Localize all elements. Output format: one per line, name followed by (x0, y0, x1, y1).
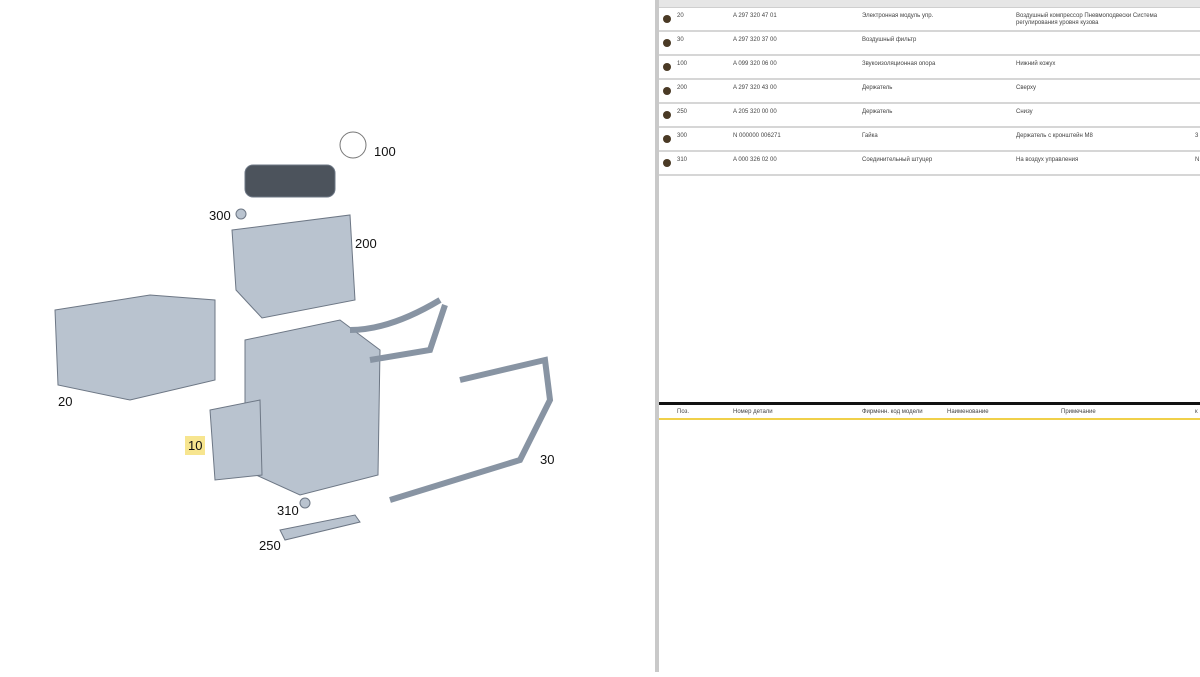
name-cell: Держатель (862, 85, 893, 91)
callout-20[interactable]: 20 (58, 394, 73, 409)
note-cell: Нижний кожух (1016, 61, 1056, 67)
callout-10[interactable]: 10 (185, 436, 206, 455)
part-100-shape (244, 164, 336, 198)
part-number-cell: A 297 320 43 00 (733, 85, 777, 91)
part-10-shape (209, 399, 263, 481)
info-icon[interactable] (663, 87, 671, 95)
part-number-cell: A 205 320 00 00 (733, 109, 777, 115)
divider-line (659, 402, 1200, 405)
part-number-cell: A 297 320 37 00 (733, 37, 777, 43)
name-cell: Гайка (862, 133, 878, 139)
table-top-bar (659, 0, 1200, 8)
part-310-shape (299, 497, 311, 509)
name-cell: Держатель (862, 109, 893, 115)
part-250-shape (279, 514, 361, 541)
name-cell: Соединительный штуцер (862, 157, 933, 163)
part-number-cell: N 000000 006271 (733, 133, 781, 139)
part-300-shape (235, 208, 247, 220)
part-number-cell: A 297 320 47 01 (733, 13, 777, 19)
part-number-cell: A 000 326 02 00 (733, 157, 777, 163)
wrench-icon (339, 131, 367, 159)
note-cell: Держатель с кронштейн M8 (1016, 133, 1093, 139)
note-cell: На воздух управления (1016, 157, 1079, 163)
note-cell: Сверху (1016, 85, 1037, 91)
parts-diagram: 100 300 200 20 10 30 310 250 (54, 131, 555, 553)
part-number-cell: A 099 320 06 00 (733, 61, 777, 67)
table-row[interactable]: 30 A 297 320 37 00 Воздушный фильтр (659, 32, 1200, 56)
callout-310[interactable]: 310 (277, 503, 299, 518)
info-icon[interactable] (663, 111, 671, 119)
compressor-bracket-shape (244, 319, 381, 496)
table-row[interactable]: 200 A 297 320 43 00 Держатель Сверху (659, 80, 1200, 104)
pos-cell: 250 (677, 109, 688, 115)
table-row[interactable]: 250 A 205 320 00 00 Держатель Снизу (659, 104, 1200, 128)
pos-cell: 200 (677, 85, 688, 91)
table-row[interactable]: 310 A 000 326 02 00 Соединительный штуце… (659, 152, 1200, 176)
info-icon[interactable] (663, 135, 671, 143)
header-part[interactable]: Номер детали (733, 409, 773, 415)
header-code[interactable]: Фирменн. код модели (862, 409, 923, 415)
part-20-shape (54, 294, 216, 401)
table-row[interactable]: 300 N 000000 006271 Гайка Держатель с кр… (659, 128, 1200, 152)
info-icon[interactable] (663, 159, 671, 167)
info-icon[interactable] (663, 15, 671, 23)
part-30-lines (349, 297, 554, 503)
pane-splitter[interactable] (655, 0, 659, 672)
extra-cell: 3 (1195, 133, 1199, 139)
callout-250[interactable]: 250 (259, 538, 281, 553)
header-pos[interactable]: Поз. (677, 409, 689, 415)
callout-300[interactable]: 300 (209, 208, 231, 223)
callout-200[interactable]: 200 (355, 236, 377, 251)
pos-cell: 100 (677, 61, 688, 67)
table-row[interactable]: 100 A 099 320 06 00 Звукоизоляционная оп… (659, 56, 1200, 80)
header-name[interactable]: Наименование (947, 409, 989, 415)
callout-30[interactable]: 30 (540, 452, 555, 467)
callout-100[interactable]: 100 (374, 144, 396, 159)
header-extra[interactable]: к (1195, 409, 1198, 415)
name-cell: Звукоизоляционная опора (862, 61, 936, 67)
table-row[interactable]: 20 A 297 320 47 01 Электронная модуль уп… (659, 8, 1200, 32)
info-icon[interactable] (663, 63, 671, 71)
extra-cell: N (1195, 157, 1200, 163)
note-cell: Воздушный компрессор Пневмоподвески Сист… (1016, 13, 1158, 26)
table-header: Поз. Номер детали Фирменн. код модели На… (659, 405, 1200, 420)
pos-cell: 310 (677, 157, 688, 163)
exploded-view-drawing (54, 131, 554, 541)
pos-cell: 20 (677, 13, 684, 19)
name-cell: Электронная модуль упр. (862, 13, 934, 19)
pos-cell: 300 (677, 133, 688, 139)
note-cell: Снизу (1016, 109, 1033, 115)
parts-table: 20 A 297 320 47 01 Электронная модуль уп… (659, 0, 1200, 672)
info-icon[interactable] (663, 39, 671, 47)
part-200-shape (231, 214, 356, 319)
pos-cell: 30 (677, 37, 684, 43)
name-cell: Воздушный фильтр (862, 37, 917, 43)
header-note[interactable]: Примечание (1061, 409, 1096, 415)
